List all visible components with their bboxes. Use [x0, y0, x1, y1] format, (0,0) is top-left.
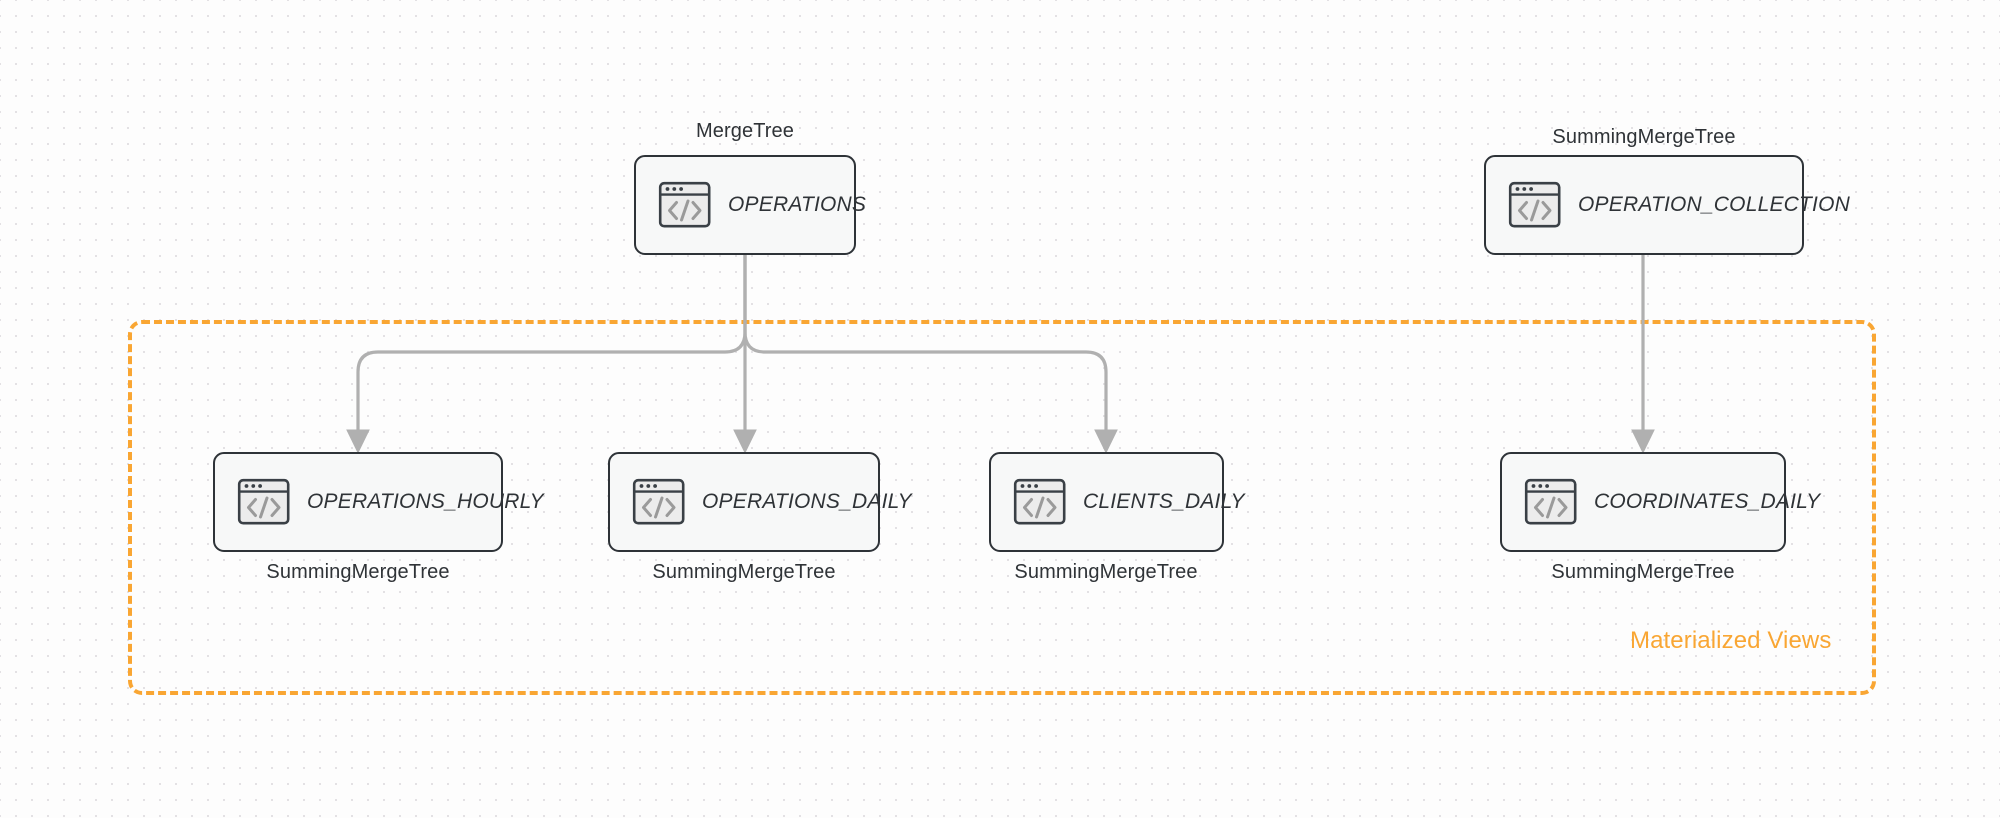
- node-label-operations: OPERATIONS: [728, 193, 867, 216]
- materialized-views-group-label: Materialized Views: [1630, 627, 1832, 654]
- caption-coordinates-daily-engine: SummingMergeTree: [1551, 561, 1735, 583]
- code-window-icon: [1013, 478, 1066, 525]
- code-window-icon: [1508, 181, 1561, 228]
- node-operations-daily[interactable]: OPERATIONS_DAILY: [608, 452, 912, 552]
- node-coordinates-daily[interactable]: COORDINATES_DAILY: [1500, 452, 1820, 552]
- caption-operations-engine: MergeTree: [696, 120, 794, 142]
- caption-clients-daily-engine: SummingMergeTree: [1014, 561, 1198, 583]
- node-operations-hourly[interactable]: OPERATIONS_HOURLY: [213, 452, 544, 552]
- code-window-icon: [658, 181, 711, 228]
- node-label-operations-daily: OPERATIONS_DAILY: [702, 490, 912, 513]
- node-clients-daily[interactable]: CLIENTS_DAILY: [989, 452, 1245, 552]
- caption-operations-hourly-engine: SummingMergeTree: [266, 561, 450, 583]
- code-window-icon: [1524, 478, 1577, 525]
- code-window-icon: [237, 478, 290, 525]
- node-label-operations-hourly: OPERATIONS_HOURLY: [307, 490, 544, 513]
- node-label-clients-daily: CLIENTS_DAILY: [1083, 490, 1245, 513]
- node-operations[interactable]: OPERATIONS: [634, 155, 866, 255]
- node-label-operation-collection: OPERATION_COLLECTION: [1578, 193, 1850, 216]
- node-label-coordinates-daily: COORDINATES_DAILY: [1594, 490, 1821, 513]
- node-operation-collection[interactable]: OPERATION_COLLECTION: [1484, 155, 1850, 255]
- caption-operation-collection-engine: SummingMergeTree: [1552, 126, 1736, 148]
- code-window-icon: [632, 478, 685, 525]
- caption-operations-daily-engine: SummingMergeTree: [652, 561, 836, 583]
